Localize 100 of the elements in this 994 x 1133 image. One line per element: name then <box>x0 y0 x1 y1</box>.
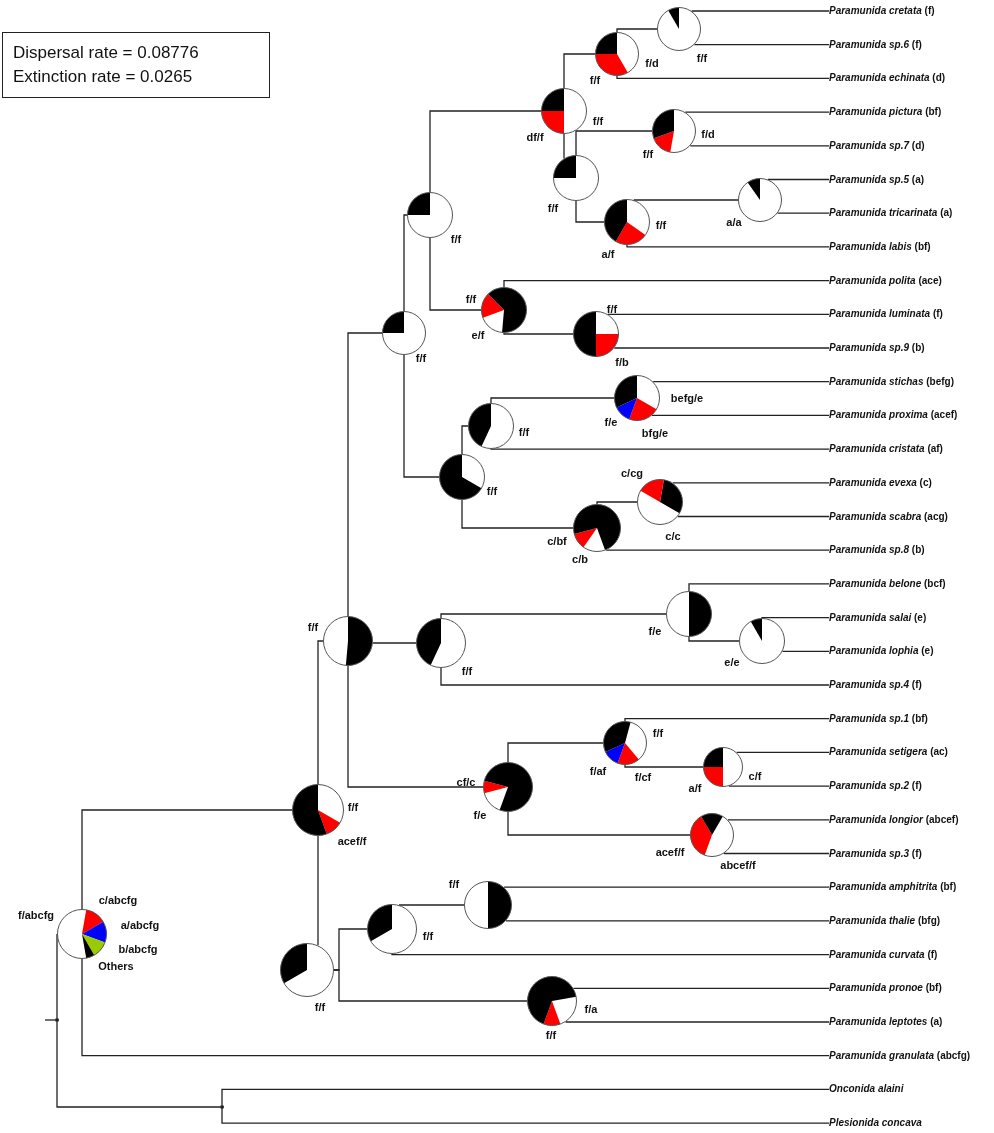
state-label: f/f <box>655 219 667 231</box>
rates-box <box>2 32 270 98</box>
state-label: f/f <box>642 148 654 160</box>
tree-branch <box>333 969 528 1002</box>
taxon-label: Paramunida belone (bcf) <box>829 576 946 591</box>
tree-branch <box>507 811 691 836</box>
taxon-label: Paramunida sp.1 (bf) <box>829 711 928 726</box>
taxon-label: Paramunida sp.5 (a) <box>829 172 925 187</box>
state-label: a/a <box>726 216 742 228</box>
ancestral-state-pie <box>573 504 621 552</box>
tree-branch <box>688 583 830 592</box>
taxon-label: Paramunida sp.3 (f) <box>829 846 922 861</box>
tree-branch <box>767 178 830 181</box>
tree-branch <box>684 111 830 113</box>
taxon-label: Paramunida polita (ace) <box>829 273 942 288</box>
state-label: f/f <box>592 115 604 127</box>
tree-branch <box>572 987 830 989</box>
tree-branch <box>575 130 653 156</box>
taxon-label: Paramunida sp.9 (b) <box>829 341 925 355</box>
state-label: f/f <box>606 303 618 315</box>
state-label: f/f <box>465 293 477 305</box>
tree-branch <box>624 718 830 722</box>
taxon-label: Paramunida cretata (f) <box>829 4 935 18</box>
tree-branch <box>761 616 830 619</box>
tree-branch <box>507 742 604 763</box>
tree-branch <box>616 28 658 33</box>
tree-branch <box>651 414 830 417</box>
ancestral-state-pie <box>407 192 453 238</box>
ancestral-state-pie <box>481 287 527 333</box>
taxon-label: Paramunida curvata (f) <box>829 947 938 962</box>
tree-branch <box>688 636 740 642</box>
state-label: f/f <box>422 930 434 942</box>
state-label: bfg/e <box>641 427 669 439</box>
taxon-label: Onconida alaini <box>829 1082 904 1097</box>
state-label: cf/c <box>456 776 476 788</box>
state-label: f/d <box>701 128 715 140</box>
tree-branch <box>347 665 484 788</box>
state-label: f/af <box>589 765 607 777</box>
ancestral-state-pie <box>652 109 696 153</box>
tree-branch <box>440 667 830 686</box>
taxon-label: Paramunida longior (abcef) <box>829 812 959 827</box>
state-label: f/f <box>547 202 559 214</box>
state-label: f/e <box>648 625 662 637</box>
taxon-label: Paramunida sp.2 (f) <box>829 779 922 794</box>
taxon-label: Paramunida granulata (abcfg) <box>829 1048 971 1063</box>
tree-branch <box>503 332 574 335</box>
rate-text: Extinction rate = 0.0265 <box>13 66 194 88</box>
ancestral-state-pie <box>367 904 417 954</box>
taxon-label: Paramunida tricarinata (a) <box>829 206 953 221</box>
taxon-label: Paramunida pronoe (bf) <box>829 981 942 996</box>
rate-text: Dispersal rate = 0.08776 <box>13 42 200 64</box>
branch-point <box>220 1105 224 1109</box>
state-label: f/f <box>450 233 462 245</box>
ancestral-state-pie <box>439 454 485 500</box>
taxon-label: Paramunida luminata (f) <box>829 307 943 322</box>
state-label: acef/f <box>337 835 367 847</box>
tree-branch <box>490 397 615 404</box>
tree-branch <box>626 244 830 248</box>
state-label: f/f <box>486 485 498 497</box>
tree-branch <box>372 642 417 644</box>
ancestral-state-pie <box>573 311 619 357</box>
ancestral-state-pie <box>382 311 426 355</box>
state-label: f/a <box>584 1003 598 1015</box>
taxon-label: Paramunida amphitrita (bf) <box>829 880 957 895</box>
tree-branch <box>403 354 440 478</box>
state-label: f/d <box>645 57 659 69</box>
state-label: f/f <box>347 801 359 813</box>
state-label: c/cg <box>621 467 643 479</box>
state-label: f/f <box>589 74 601 86</box>
tree-branch <box>461 499 574 529</box>
tree-branch <box>503 886 830 888</box>
state-label: f/f <box>448 878 460 890</box>
ancestral-state-pie <box>666 591 712 637</box>
state-label: b/abcfg <box>118 943 158 955</box>
ancestral-state-pie <box>604 199 650 245</box>
tree-branch <box>677 515 830 518</box>
state-label: f/f <box>307 621 319 633</box>
ancestral-state-pie <box>468 403 514 449</box>
tree-branch <box>221 1088 830 1106</box>
tree-branch <box>403 214 408 312</box>
state-label: c/f <box>748 770 762 782</box>
ancestral-state-pie <box>603 721 647 765</box>
state-label: f/f <box>314 1001 326 1013</box>
ancestral-state-pie <box>657 7 701 51</box>
ancestral-state-pie <box>280 943 334 997</box>
tree-branch <box>221 1108 830 1124</box>
state-label: Others <box>98 960 134 972</box>
taxon-label: Paramunida proxima (acef) <box>829 408 958 423</box>
state-label: f/f <box>652 727 664 739</box>
tree-branch <box>317 835 319 946</box>
tree-branch <box>429 237 482 311</box>
tree-branch <box>81 958 830 1057</box>
tree-branch <box>616 75 830 80</box>
taxon-label: Plesionida concava <box>829 1116 922 1131</box>
state-label: c/abcfg <box>98 894 138 906</box>
taxon-label: Paramunida pictura (bf) <box>829 105 942 120</box>
branch-point <box>55 1018 59 1022</box>
state-label: f/e <box>473 809 487 821</box>
state-label: f/cf <box>634 771 652 783</box>
state-label: c/b <box>572 553 588 565</box>
